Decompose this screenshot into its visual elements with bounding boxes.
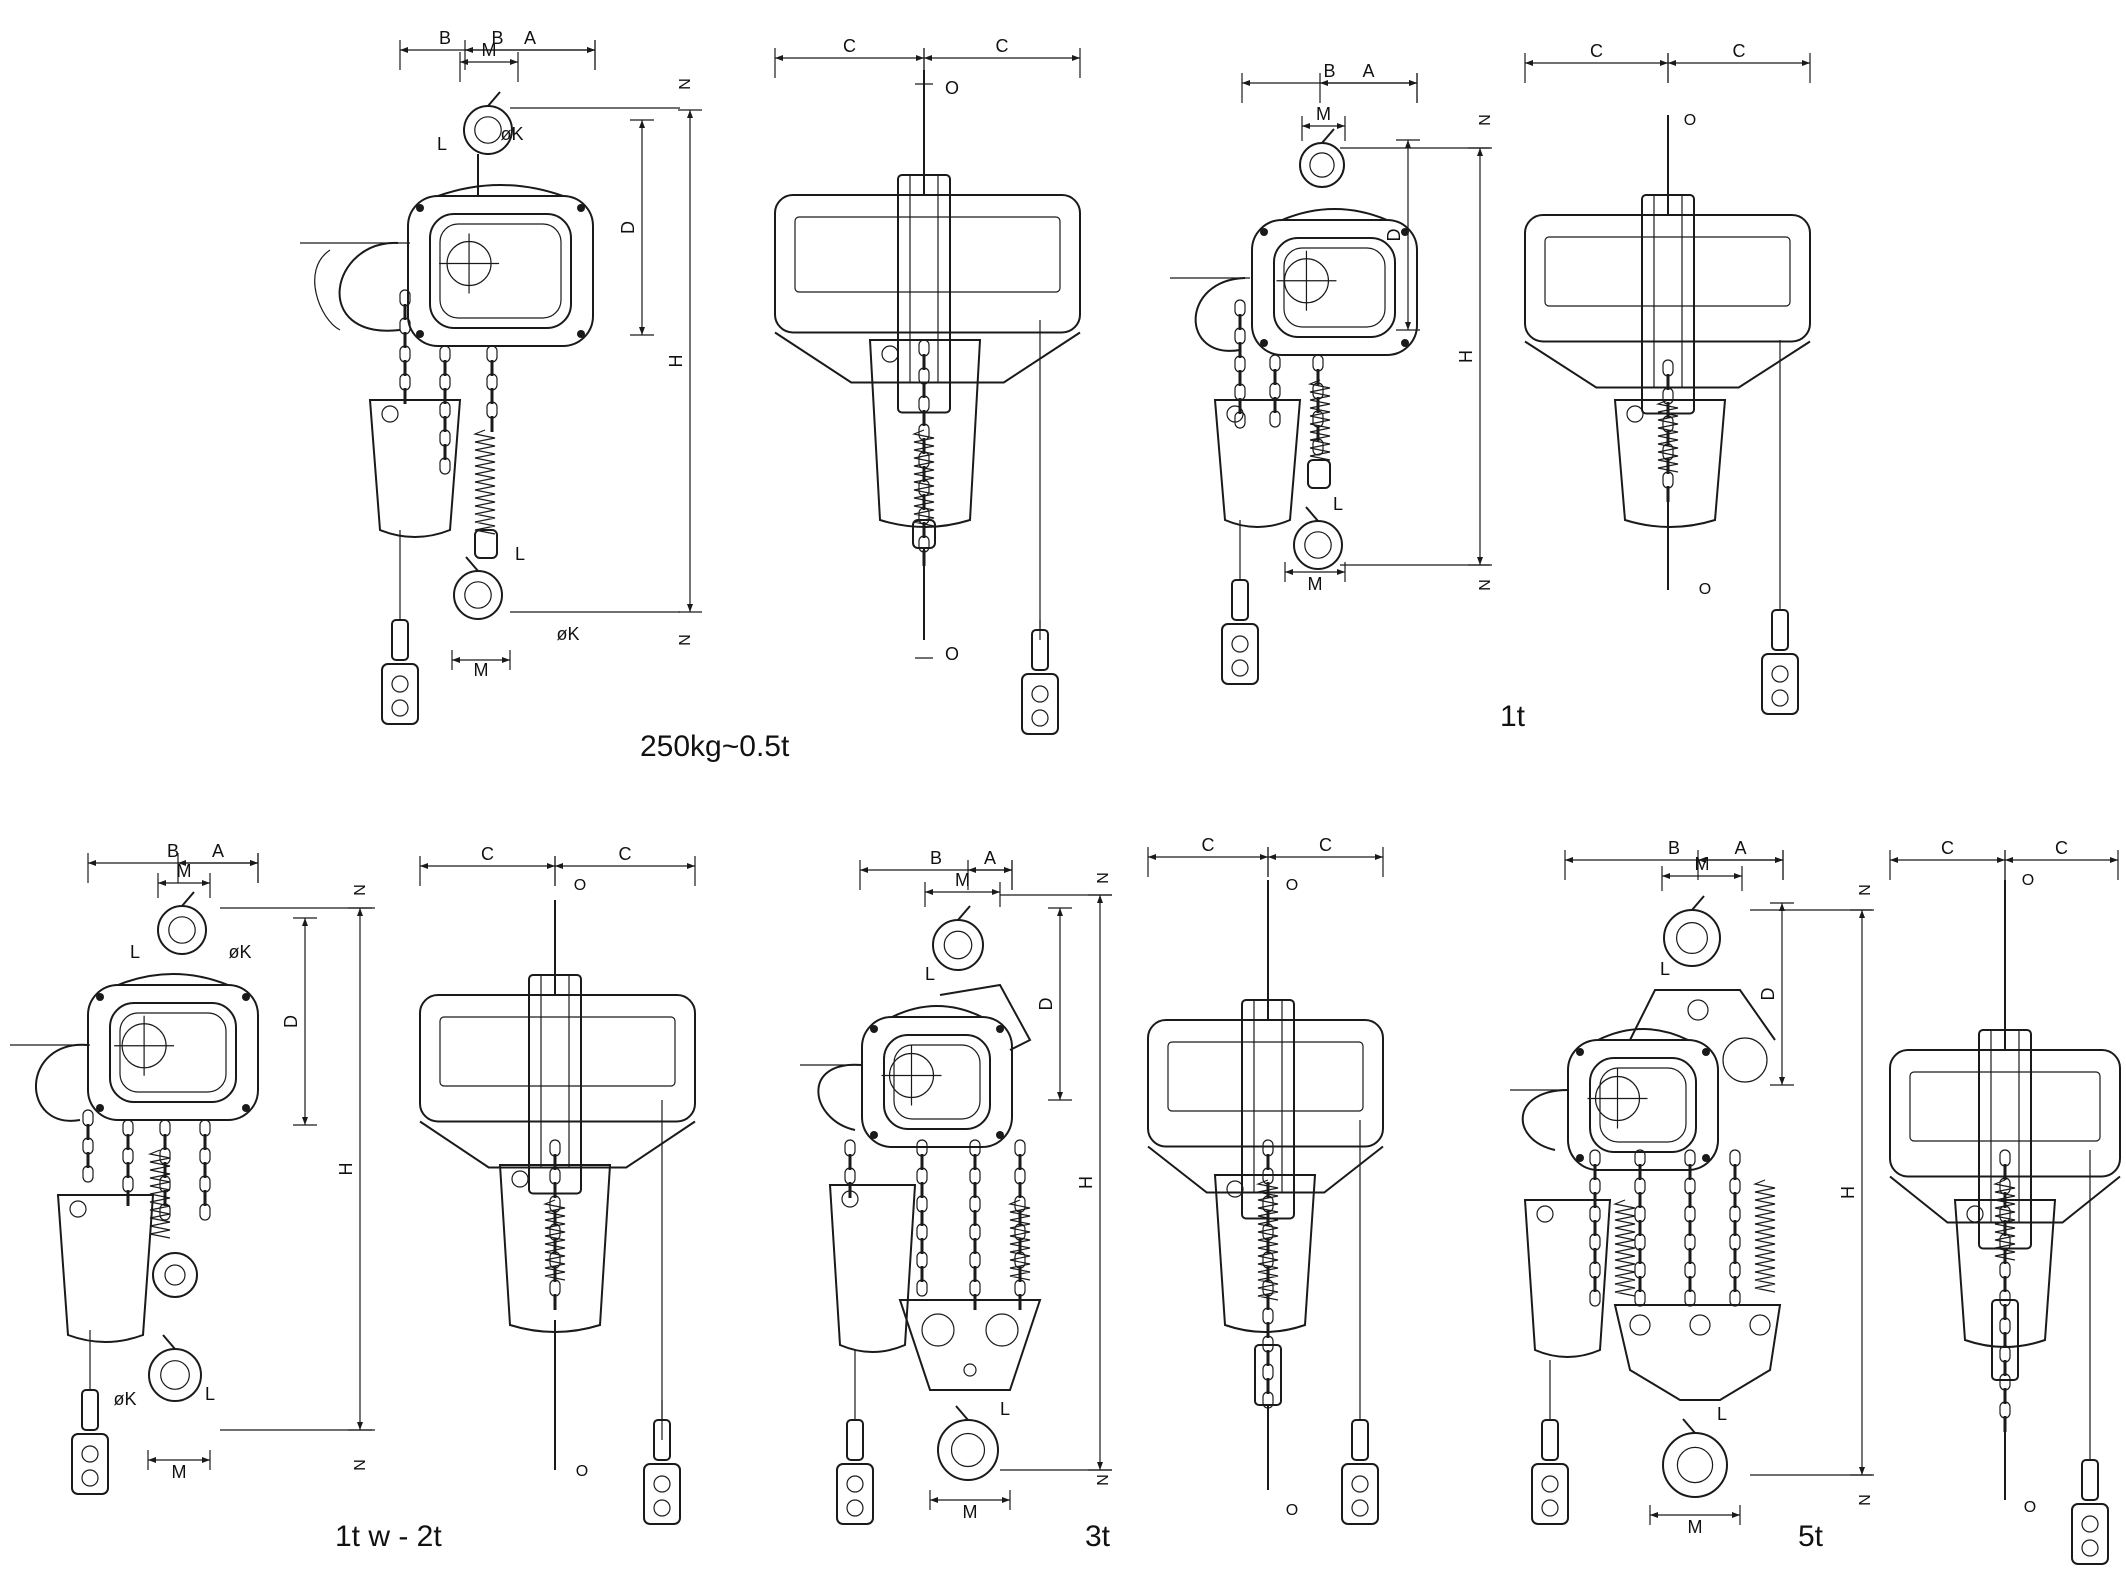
dim-label-k-top-3: øK [228,942,251,962]
dim-label-m: M [177,861,192,881]
dim-label-n-bottom-5: N [1857,1494,1874,1506]
dim-label-b: B [930,848,942,868]
dim-label-a: A [212,841,224,861]
dim-label-m: M [474,660,489,680]
dim-label-l-4: L [130,942,140,962]
dim-label-o-top-2: O [1684,112,1696,129]
caption-3t: 3t [1085,1520,1111,1553]
dim-label-a: A [1734,838,1746,858]
caption-1t: 1t [1500,700,1526,733]
dim-label-l-5: L [205,1384,215,1404]
dim-label-c: C [843,36,856,56]
dim-label-d: D [618,221,638,234]
dim-label-c: C [619,844,632,864]
dim-label-o-top-5: O [2022,872,2034,889]
dim-label-n-bottom-1: N [677,634,694,646]
dim-label-d: D [281,1015,301,1028]
dim-label-k-bottom-1: øK [556,624,579,644]
dim-label-k-top-1: øK [500,124,523,144]
dim-label-a: A [1362,61,1374,81]
drawing-2t-front: C C O O [419,844,696,1525]
dim-label-m: M [482,40,497,60]
dim-label-c: C [1319,835,1332,855]
dim-label-d: D [1036,998,1056,1011]
dim-label-n-top-2: N [1477,114,1494,126]
dim-label-l-1: L [437,134,447,154]
dim-label-d: D [1384,229,1404,242]
dim-label-l-2: L [515,544,525,564]
dim-label-o-top-3: O [574,877,586,894]
dim-label-l-7: L [1000,1399,1010,1419]
drawing-250kg-side: B B A M D H N N MøK øK L L [300,28,702,725]
dim-label-c: C [2055,838,2068,858]
dim-label-m: M [955,870,970,890]
dim-label-n-top-4: N [1095,872,1112,884]
dim-label-l-3: L [1333,494,1343,514]
dim-label-h: H [1838,1186,1858,1199]
drawing-3t-front: C C O O [1147,835,1384,1525]
dim-label-o-bottom-1: O [945,644,959,664]
dim-label-l-6: L [925,964,935,984]
dim-label-b: B [167,841,179,861]
dim-label-h: H [1456,350,1476,363]
dim-label-b-1: B [439,28,451,48]
dim-label-o-bottom-4: O [1286,1502,1298,1519]
dim-label-m: M [963,1502,978,1522]
dim-label-m: M [1316,104,1331,124]
dim-label-o-bottom-5: O [2024,1499,2036,1516]
dim-label-c: C [1733,41,1746,61]
drawing-250kg-front: C C O O [774,36,1081,735]
dim-label-o-bottom-2: O [1699,581,1711,598]
dim-label-m: M [172,1462,187,1482]
dim-label-b: B [1668,838,1680,858]
dim-label-m: M [1688,1517,1703,1537]
dim-label-n-bottom-4: N [1095,1474,1112,1486]
dim-label-c: C [481,844,494,864]
drawing-1t-side: B A M D H N N M L [1170,61,1494,685]
dim-label-c: C [1202,835,1215,855]
dim-label-a: A [524,28,536,48]
dim-label-o-top-4: O [1286,877,1298,894]
dim-label-n-top-5: N [1857,884,1874,896]
dim-label-m: M [1308,574,1323,594]
drawing-1t-front: C C O O [1524,41,1811,715]
dim-label-n-top-1: N [677,78,694,90]
caption-5t: 5t [1798,1520,1824,1553]
dim-label-d: D [1758,988,1778,1001]
dim-label-o-bottom-3: O [576,1463,588,1480]
dim-label-o-top-1: O [945,78,959,98]
drawing-5t-front: C C O O [1889,838,2121,1565]
dim-label-h: H [336,1163,356,1176]
dim-label-a: A [984,848,996,868]
dim-label-c: C [1941,838,1954,858]
dim-label-n-bottom-2: N [1477,579,1494,591]
dim-label-c: C [1590,41,1603,61]
caption-250kg-0-5t: 250kg~0.5t [640,730,790,763]
drawing-5t-side: B A M D H N N M L L [1510,838,1874,1537]
dim-label-b: B [1323,61,1335,81]
caption-1t-w-2t: 1t w - 2t [335,1520,442,1553]
dim-label-c: C [996,36,1009,56]
dim-label-h: H [666,355,686,368]
dim-label-n-top-3: N [352,884,369,896]
dim-label-l-8: L [1660,959,1670,979]
dim-label-l-9: L [1717,1404,1727,1424]
dim-label-h: H [1076,1176,1096,1189]
dim-label-m: M [1695,854,1710,874]
dim-label-b: B [491,28,503,48]
dim-label-k-bottom-3: øK [113,1389,136,1409]
dim-label-n-bottom-3: N [352,1459,369,1471]
